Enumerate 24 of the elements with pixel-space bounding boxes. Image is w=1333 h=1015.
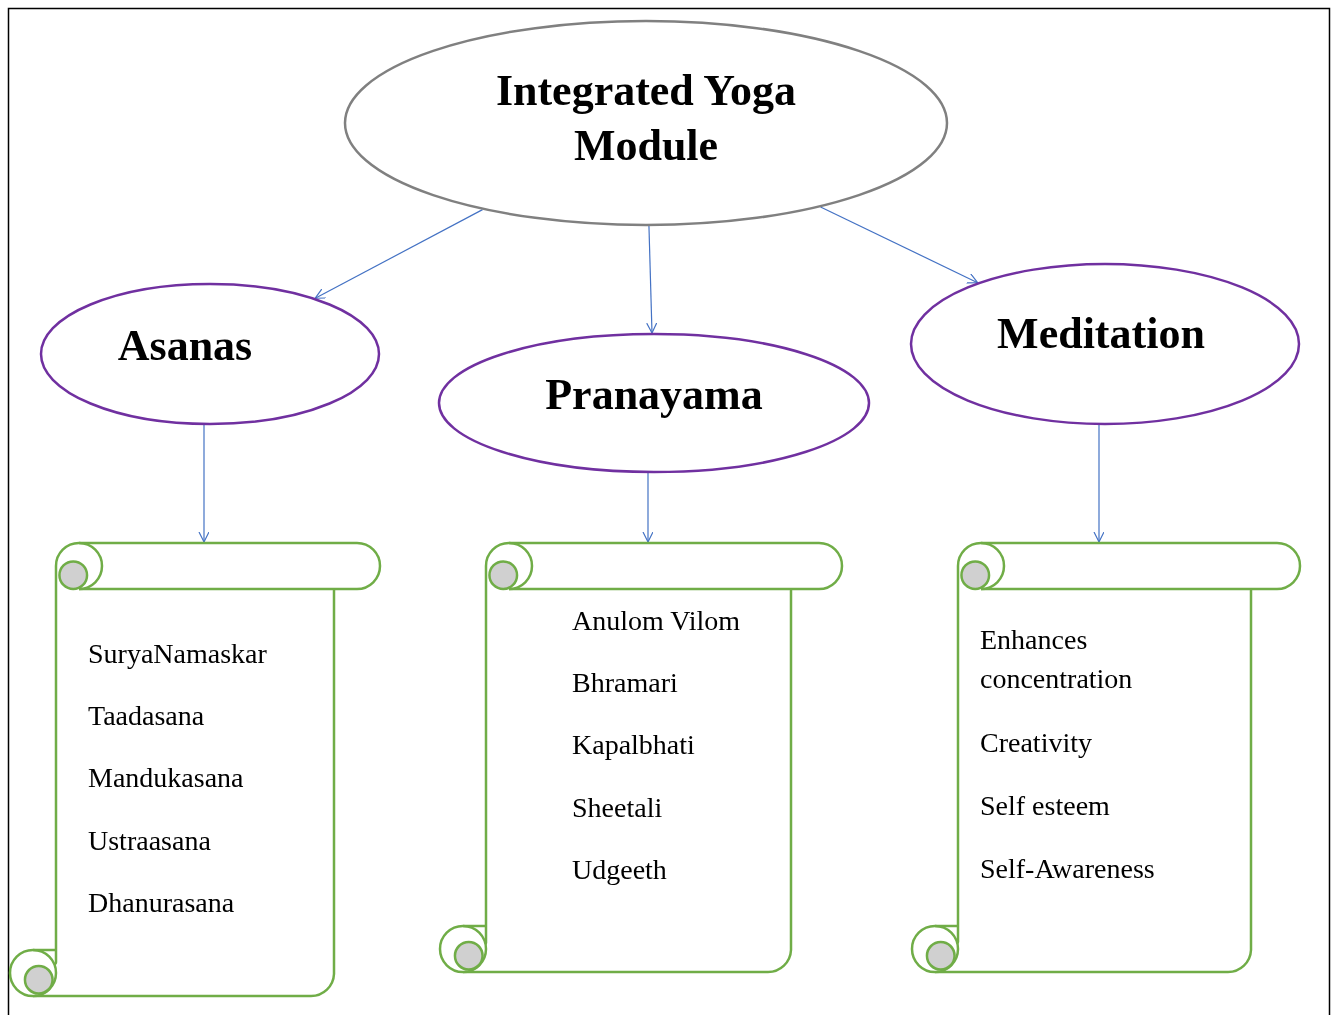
list-item: Sheetali <box>572 791 664 825</box>
node-title: Integrated Yoga Module <box>494 65 798 172</box>
arrow <box>642 472 654 543</box>
arrow <box>819 206 979 284</box>
list-item: Self-Awareness <box>980 852 1156 886</box>
arrow <box>1093 424 1105 543</box>
node-title: Meditation <box>996 307 1206 360</box>
arrow <box>646 225 658 334</box>
node-title: Asanas <box>116 319 254 372</box>
list-item: Creativity <box>980 726 1093 760</box>
list-item: Udgeeth <box>572 853 668 887</box>
list-item: Dhanurasana <box>88 886 236 920</box>
arrow <box>314 209 484 299</box>
arrow <box>198 424 210 543</box>
list-item: Mandukasana <box>88 761 245 795</box>
list-item: Self esteem <box>980 789 1111 823</box>
list-item: Kapalbhati <box>572 728 696 762</box>
list-item: Taadasana <box>88 699 206 733</box>
node-title: Pranayama <box>544 368 764 421</box>
list-item: SuryaNamaskar <box>88 637 268 671</box>
list-item: Ustraasana <box>88 824 212 858</box>
list-item: Enhances concentration <box>980 623 1134 697</box>
list-item: Bhramari <box>572 666 679 700</box>
list-item: Anulom Vilom <box>572 604 742 638</box>
